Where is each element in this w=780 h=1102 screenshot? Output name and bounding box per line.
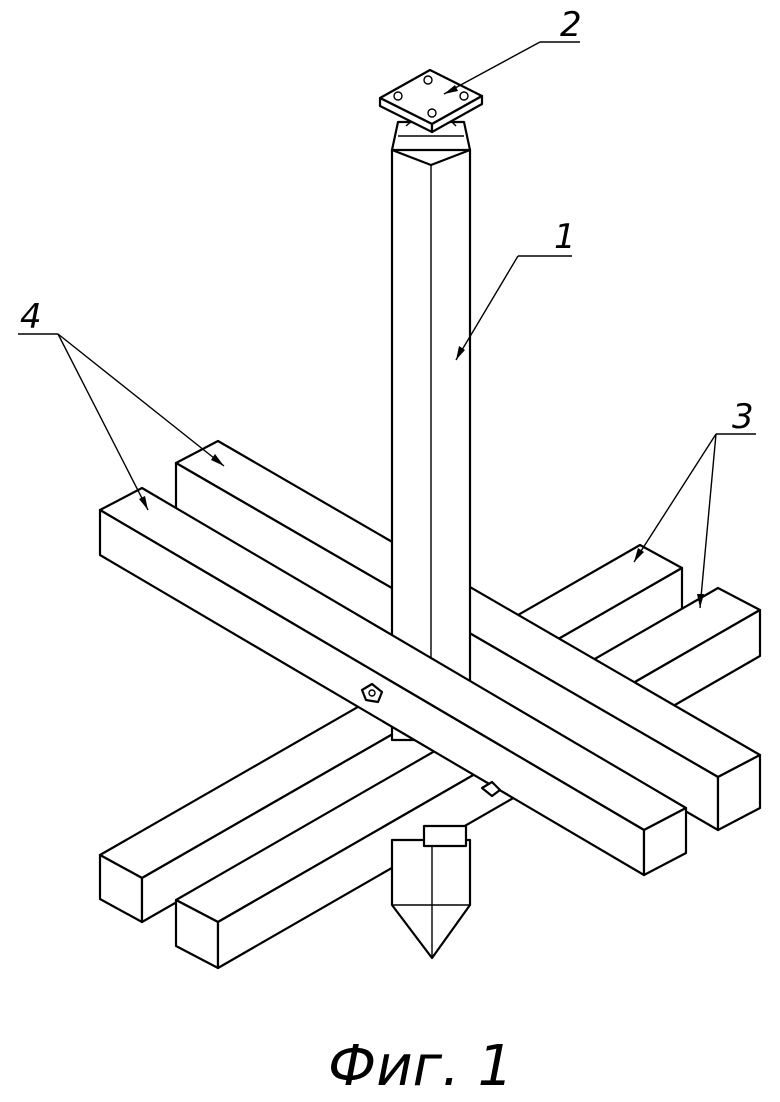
figure-caption: Фиг. 1: [328, 1034, 513, 1099]
leader-1: [456, 256, 572, 360]
label-post: 1: [554, 217, 576, 257]
label-lower-beams: 3: [732, 397, 754, 437]
label-plate: 2: [560, 5, 582, 45]
post-tip: [392, 826, 470, 958]
label-upper-beams: 4: [20, 297, 42, 337]
mounting-plate: [380, 70, 482, 132]
